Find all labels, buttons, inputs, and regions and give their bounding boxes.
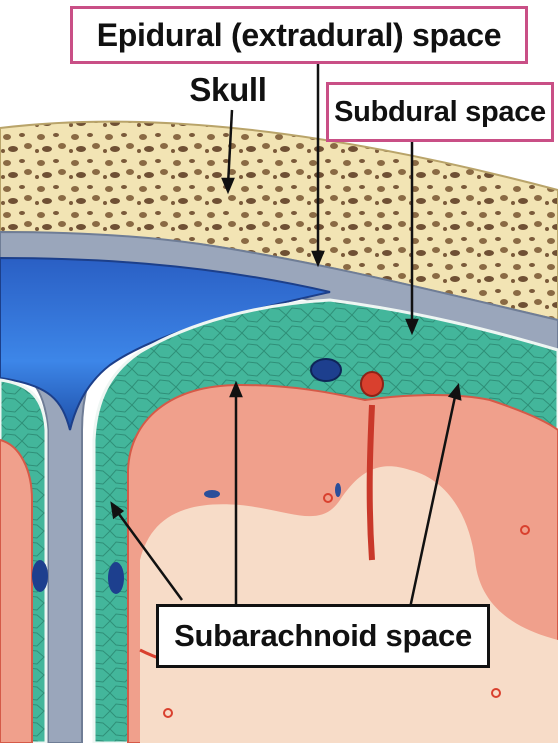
vein bbox=[32, 560, 48, 592]
label-skull: Skull bbox=[172, 70, 284, 110]
artery bbox=[361, 372, 383, 396]
vein bbox=[108, 562, 124, 594]
sulcus bbox=[370, 405, 372, 560]
label-subdural-space: Subdural space bbox=[326, 82, 554, 142]
vein bbox=[311, 359, 341, 381]
cerebral-cortex-left bbox=[0, 440, 32, 743]
small-vessel bbox=[335, 483, 341, 497]
label-subarachnoid-space: Subarachnoid space bbox=[156, 604, 490, 668]
small-vessel bbox=[204, 490, 220, 498]
label-epidural-space: Epidural (extradural) space bbox=[70, 6, 528, 64]
